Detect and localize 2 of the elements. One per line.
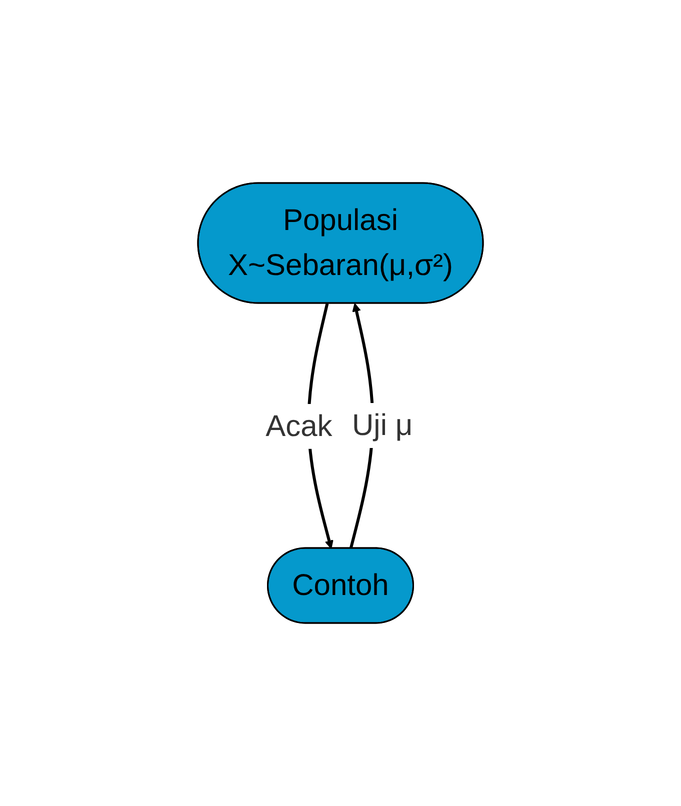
edge-label: Acak <box>266 410 332 443</box>
edge-label: Uji μ <box>352 409 413 442</box>
